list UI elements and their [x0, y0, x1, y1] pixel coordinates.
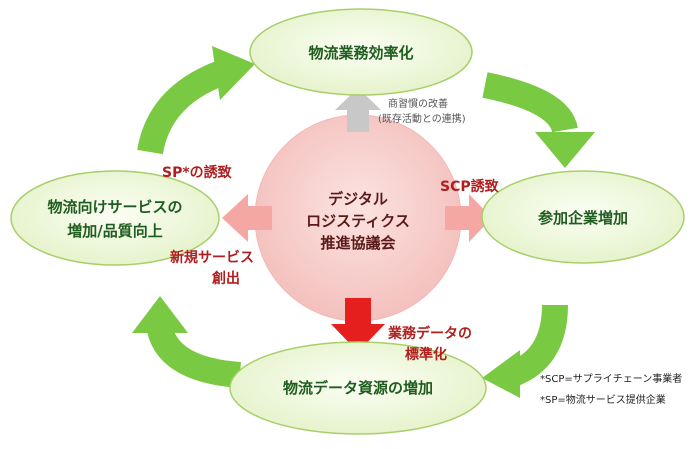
arrow-up-gray [335, 88, 381, 132]
down-arrow-label-line2: 標準化 [405, 346, 447, 363]
node-right-label: 参加企業増加 [538, 209, 628, 227]
down-arrow-label-line1: 業務データの [387, 325, 472, 342]
arrow-down-red [331, 298, 385, 352]
node-left-label-line1: 物流向けサービスの [47, 198, 182, 216]
right-arrow-label: SCP誘致 [440, 178, 500, 195]
cycle-arrow-bottom-left [132, 296, 242, 388]
up-arrow-label-line1: 商習慣の改善 [388, 97, 448, 110]
left-bottom-label-line1: 新規サービス [170, 249, 254, 266]
arrow-to-left [222, 194, 272, 242]
note-scp: *SCP=サプライチェーン事業者 [540, 372, 682, 385]
note-sp: *SP=物流サービス提供企業 [540, 393, 666, 406]
center-label-line3: 推進協議会 [320, 234, 395, 252]
center-label-line1: デジタル [328, 190, 388, 208]
cycle-arrow-bottom-right [482, 304, 568, 398]
node-left-label-line2: 増加/品質向上 [67, 222, 162, 240]
left-bottom-label-line2: 創出 [211, 270, 240, 287]
arrow-to-right [445, 194, 492, 242]
center-label-line2: ロジスティクス [306, 212, 410, 230]
up-arrow-label-line2: (既存活動との連携) [378, 112, 466, 125]
node-bottom-label: 物流データ資源の増加 [283, 379, 433, 397]
cycle-arrow-top-right [482, 72, 595, 168]
node-right [481, 170, 685, 264]
node-top [249, 8, 473, 96]
node-top-label: 物流業務効率化 [308, 44, 413, 62]
left-top-label: SP*の誘致 [162, 164, 233, 181]
cycle-arrow-top-left [137, 46, 255, 155]
node-left [10, 170, 220, 266]
node-bottom [229, 341, 487, 435]
